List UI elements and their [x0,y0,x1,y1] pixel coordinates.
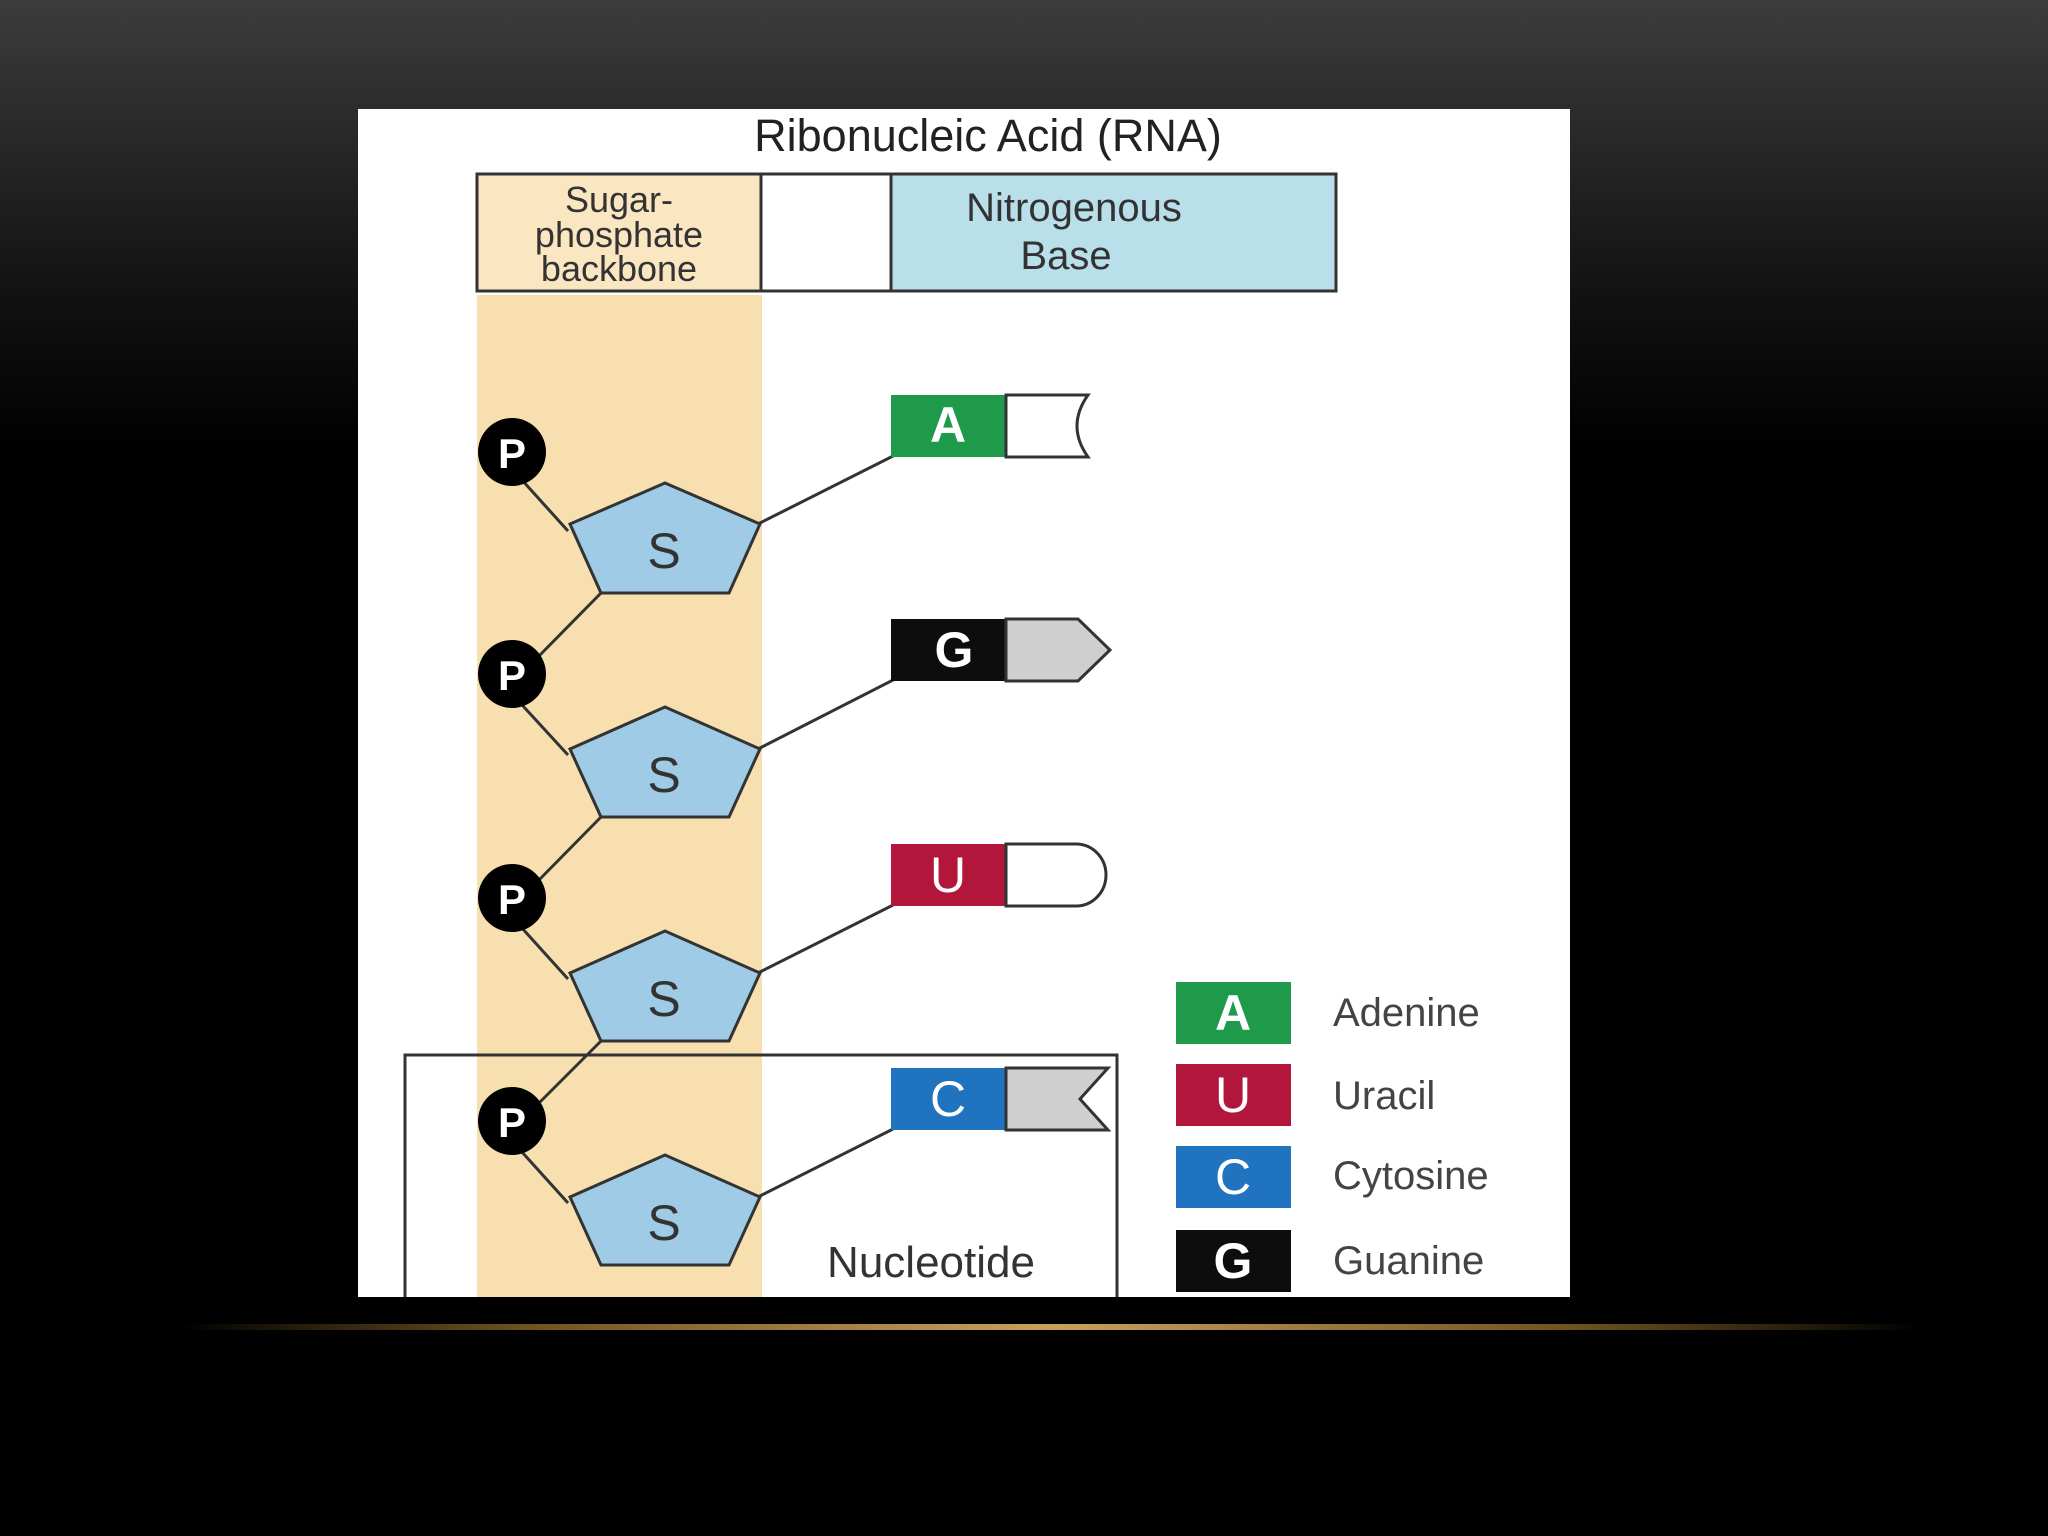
legend-swatch-adenine [1176,982,1291,1044]
sugar-base-link [757,454,894,526]
phosphate-circle [478,418,546,486]
base-letter-uracil: U [930,847,966,903]
sugar-sugar-link [536,591,603,659]
nucleotide-3: S P U [478,815,1108,1043]
legend-item-guanine: G Guanine [1176,1230,1484,1292]
sugar-pentagon [568,1153,762,1267]
nucleotide-box-label: Nucleotide [827,1238,1035,1287]
legend-item-cytosine: C Cytosine [1176,1146,1489,1208]
base-block-uracil [891,844,1006,906]
diagram-title: Ribonucleic Acid (RNA) [754,110,1222,161]
sugar-label: S [647,523,680,579]
legend: A Adenine U Uracil C Cytosine G Guanine [1176,982,1489,1292]
base-block-adenine [891,395,1006,457]
nucleotide-1: S P A [478,393,1091,595]
sugar-pentagon [568,481,762,595]
phosphate-circle [478,1087,546,1155]
nucleotide-4: S P C [478,1039,1112,1267]
legend-name-uracil: Uracil [1333,1074,1435,1118]
header-backbone-box [475,172,763,293]
base-block-guanine [891,619,1006,681]
sugar-base-link [757,678,894,751]
sugar-base-link [757,1127,894,1199]
legend-letter-adenine: A [1215,985,1251,1041]
phosphate-label: P [498,876,526,923]
header-row: Sugar- phosphate backbone Nitrogenous Ba… [475,172,1338,293]
sugar-label: S [647,971,680,1027]
base-block-cytosine [891,1068,1006,1130]
legend-name-guanine: Guanine [1333,1239,1484,1283]
legend-item-adenine: A Adenine [1176,982,1480,1044]
sugar-label: S [647,1195,680,1251]
header-spacer-box [759,172,893,293]
sugar-pentagon [568,929,762,1043]
phosphate-label: P [498,430,526,477]
sugar-sugar-link [536,1039,603,1106]
legend-item-uracil: U Uracil [1176,1064,1435,1126]
nucleotide-box [403,1053,1119,1297]
rna-diagram-panel: Ribonucleic Acid (RNA) Sugar- phosphate … [358,109,1570,1297]
header-base-box [889,172,1338,293]
sugar-pentagon [568,705,762,819]
base-letter-guanine: G [935,622,974,678]
header-base-label-line-2: Base [1020,234,1111,278]
sugar-sugar-link [536,815,603,883]
legend-letter-guanine: G [1214,1233,1253,1289]
base-tail-uracil [1004,842,1108,908]
base-tail-cytosine [1004,1066,1112,1132]
legend-swatch-uracil [1176,1064,1291,1126]
legend-name-adenine: Adenine [1333,991,1480,1035]
legend-swatch-guanine [1176,1230,1291,1292]
base-letter-cytosine: C [930,1071,966,1127]
phosphate-circle [478,640,546,708]
phosphate-label: P [498,652,526,699]
base-letter-adenine: A [930,397,966,453]
header-base-label-line-1: Nitrogenous [966,186,1182,230]
phosphate-label: P [498,1099,526,1146]
legend-letter-cytosine: C [1215,1149,1251,1205]
legend-name-cytosine: Cytosine [1333,1154,1489,1198]
rna-diagram: Ribonucleic Acid (RNA) Sugar- phosphate … [403,110,1489,1297]
nucleotide-2: S P G [478,591,1113,819]
header-backbone-label-line-3: backbone [541,248,697,289]
sugar-label: S [647,747,680,803]
legend-letter-uracil: U [1215,1067,1251,1123]
legend-swatch-cytosine [1176,1146,1291,1208]
base-tail-adenine [1004,393,1091,459]
gold-divider-line [180,1324,1920,1330]
base-tail-guanine [1004,617,1113,683]
header-backbone-label-line-1: Sugar- [565,179,673,220]
phosphate-circle [478,864,546,932]
header-backbone-label-line-2: phosphate [535,214,703,255]
sugar-base-link [757,903,894,975]
